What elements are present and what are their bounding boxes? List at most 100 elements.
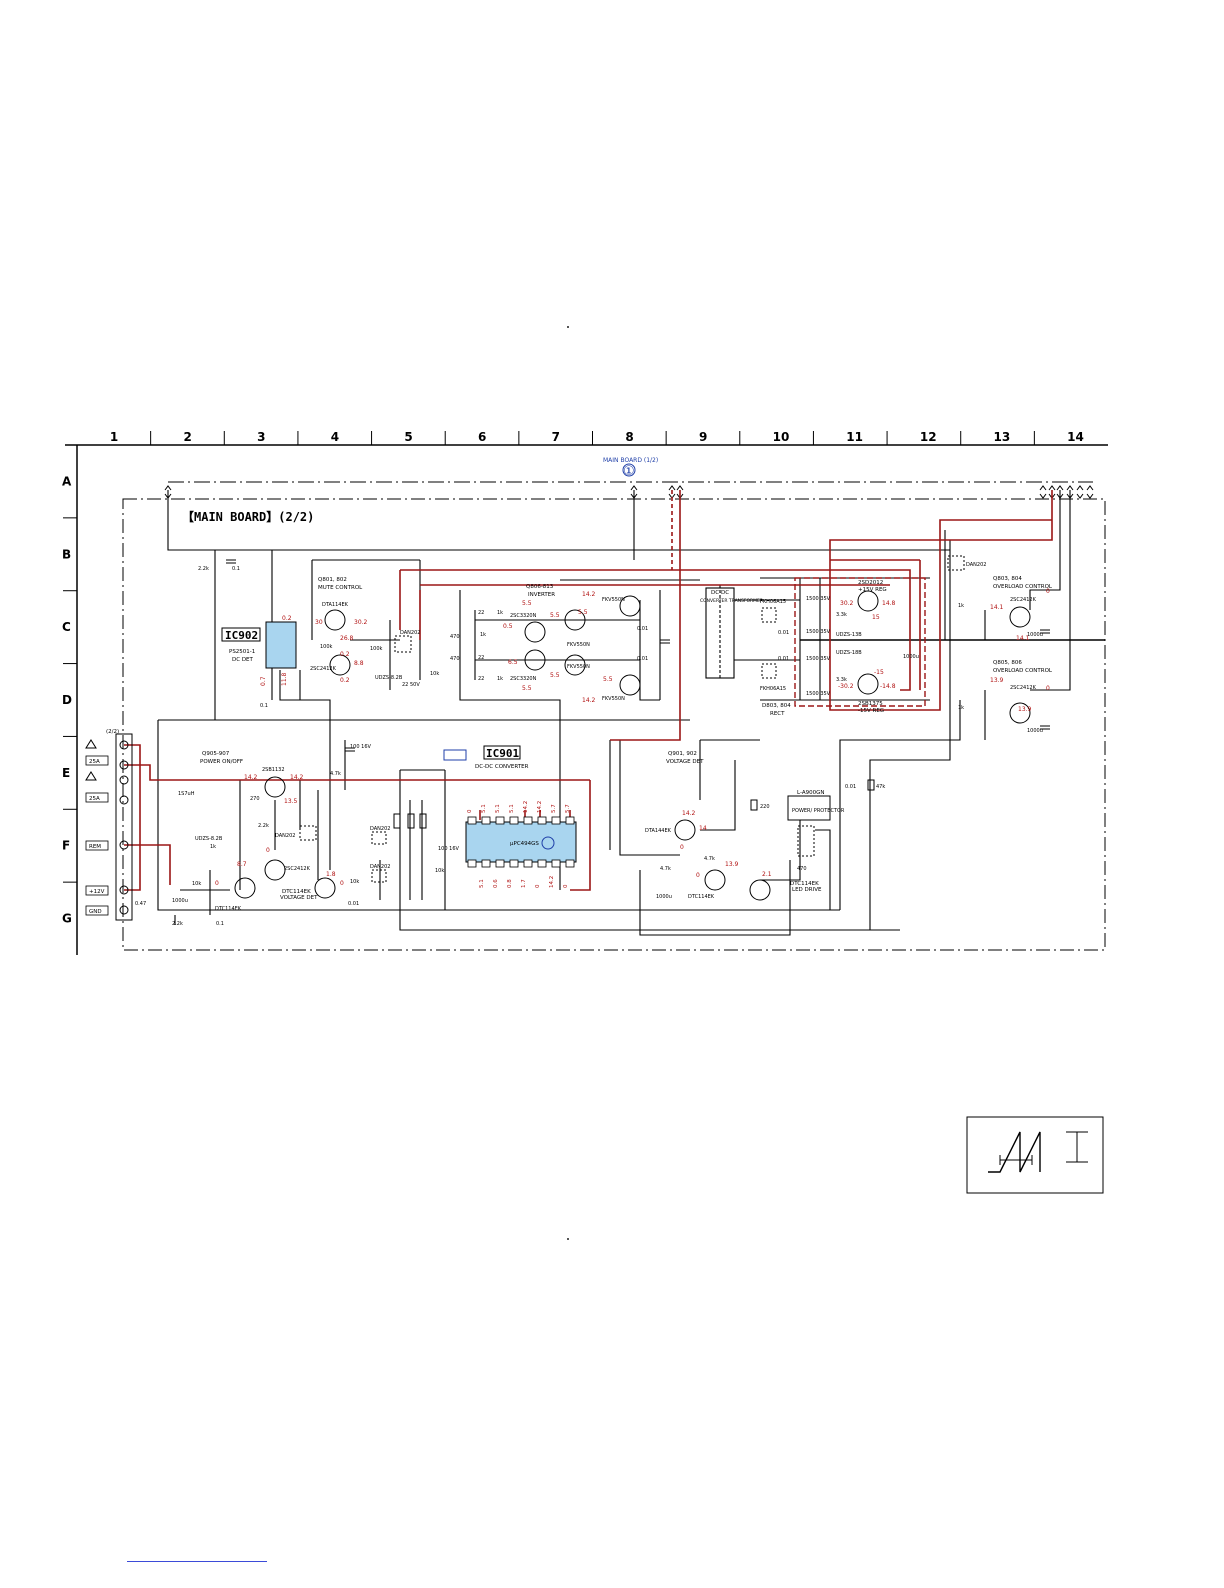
board-title: 【MAIN BOARD】(2/2)	[182, 509, 314, 524]
part-2sc3320n-b: 2SC3320N	[510, 676, 537, 682]
ic901-voltage: 0	[467, 809, 473, 813]
svg-text:0: 0	[1046, 588, 1050, 595]
ic901-pin	[467, 816, 477, 825]
ic901-label-box	[483, 745, 521, 760]
svg-text:0.01: 0.01	[637, 656, 648, 662]
grid-column-label: 14	[1067, 430, 1084, 444]
svg-text:470: 470	[450, 634, 460, 640]
grid-column-label: 1	[110, 430, 118, 444]
ic901-pin	[467, 859, 477, 868]
svg-text:22: 22	[478, 655, 484, 661]
svg-text:0.5: 0.5	[503, 623, 513, 630]
d803-func: RECT	[770, 711, 785, 717]
ic901-pin	[551, 816, 561, 825]
connector-pin-box	[85, 885, 109, 896]
part-2sc3320n-a: 2SC3320N	[510, 613, 537, 619]
connector-pin-box	[85, 905, 109, 916]
svg-text:13.9: 13.9	[725, 861, 739, 868]
grid-column-label: 6	[478, 430, 486, 444]
q801-label: Q801, 802	[318, 577, 347, 583]
ic901-voltage: 5.7	[565, 804, 571, 813]
grid-row-label: D	[62, 693, 72, 707]
svg-text:1500 35V: 1500 35V	[806, 596, 831, 602]
part-2sc2412k-b: 2SC2412K	[284, 866, 311, 872]
ic901-voltage: 14.2	[537, 801, 543, 813]
svg-text:0.01: 0.01	[778, 630, 789, 636]
svg-text:0: 0	[340, 880, 344, 887]
q808-func: -15V REG	[858, 708, 884, 714]
grid-column-label: 8	[625, 430, 633, 444]
connector-pin-box	[85, 792, 109, 803]
grid-row-label: F	[62, 839, 70, 853]
svg-text:4.7k: 4.7k	[330, 771, 341, 777]
bus-arrow	[676, 485, 684, 491]
regulator-dashed-box	[794, 577, 926, 707]
svg-text:100 16V: 100 16V	[438, 846, 459, 852]
svg-text:30: 30	[315, 619, 323, 626]
connector-ref-number: ①	[623, 464, 635, 479]
grid-column-label: 3	[257, 430, 265, 444]
svg-text:0.1: 0.1	[216, 921, 224, 927]
svg-text:2.2k: 2.2k	[198, 566, 209, 572]
svg-text:4.7k: 4.7k	[660, 866, 671, 872]
ic902-part: PS2501-1	[229, 649, 255, 655]
svg-text:8.8: 8.8	[354, 660, 364, 667]
led-label: L-A900GN	[797, 790, 824, 796]
svg-text:0: 0	[680, 844, 684, 851]
part-fkv550n-b: FKV550N	[567, 642, 590, 648]
grid-column-label: 2	[183, 430, 191, 444]
svg-text:5.5: 5.5	[578, 609, 588, 616]
q806-func: INVERTER	[528, 592, 555, 598]
svg-text:10k: 10k	[435, 868, 444, 874]
svg-text:10k: 10k	[430, 671, 439, 677]
svg-text:0: 0	[266, 847, 270, 854]
q805-label: Q805, 806	[993, 660, 1022, 666]
svg-text:14.8: 14.8	[882, 600, 896, 607]
part-dan202-a: DAN202	[400, 630, 420, 636]
grid-row-label: A	[62, 474, 72, 488]
ic901-part: μPC494GS	[510, 841, 539, 847]
q904-label: DTC114EK	[790, 881, 819, 887]
part-fkv550n-a: FKV550N	[602, 597, 625, 603]
q901-label: Q901, 902	[668, 751, 697, 757]
part-inductor: 1S7uH	[178, 791, 195, 797]
page-dot-top	[567, 326, 569, 328]
svg-text:470: 470	[797, 866, 807, 872]
svg-text:1500 35V: 1500 35V	[806, 629, 831, 635]
part-fkv550n-d: FKV550N	[602, 696, 625, 702]
connector-pin-box	[85, 840, 109, 851]
d803-label: D803, 804	[762, 703, 791, 709]
ic901-label: IC901	[486, 747, 519, 760]
ic901-voltage: 5.7	[551, 804, 557, 813]
grid-column-label: 10	[773, 430, 790, 444]
part-udz13: UDZS-13B	[836, 632, 862, 638]
led-func: POWER/ PROTECTOR	[792, 808, 845, 814]
grid-column-label: 13	[994, 430, 1011, 444]
part-dan202-d: DAN202	[370, 864, 390, 870]
svg-text:1000u: 1000u	[903, 654, 919, 660]
connector-pin-label: 25A	[89, 759, 100, 765]
ic901-pin	[523, 816, 533, 825]
svg-text:3.3k: 3.3k	[836, 612, 847, 618]
ic901-pin	[565, 859, 575, 868]
part-labels: DTA114EK 2SC2412K 2SC3320N 2SC3320N FKV5…	[178, 562, 1037, 912]
part-dta144ek: DTA144EK	[645, 828, 672, 834]
component-values: 0.1 2.2k 0.1 1000u 0.47 2.2k 0.1 10k 100…	[135, 566, 1043, 927]
q905-label: Q905-907	[202, 751, 230, 757]
ic901-pin	[537, 816, 547, 825]
q805-func: OVERLOAD CONTROL	[993, 668, 1053, 674]
ic901-pin	[509, 816, 519, 825]
bus-arrow	[1056, 485, 1064, 491]
bus-arrow	[630, 485, 638, 491]
svg-text:1k: 1k	[497, 610, 503, 616]
svg-text:30.2: 30.2	[354, 619, 368, 626]
svg-text:1000u: 1000u	[172, 898, 188, 904]
ic902-func: DC DET	[232, 657, 254, 663]
svg-text:5.5: 5.5	[522, 685, 532, 692]
svg-text:14.2: 14.2	[682, 810, 696, 817]
part-fkh06a15-a: FKH06A15	[760, 599, 786, 605]
svg-text:1k: 1k	[210, 844, 216, 850]
svg-text:1500 35V: 1500 35V	[806, 691, 831, 697]
